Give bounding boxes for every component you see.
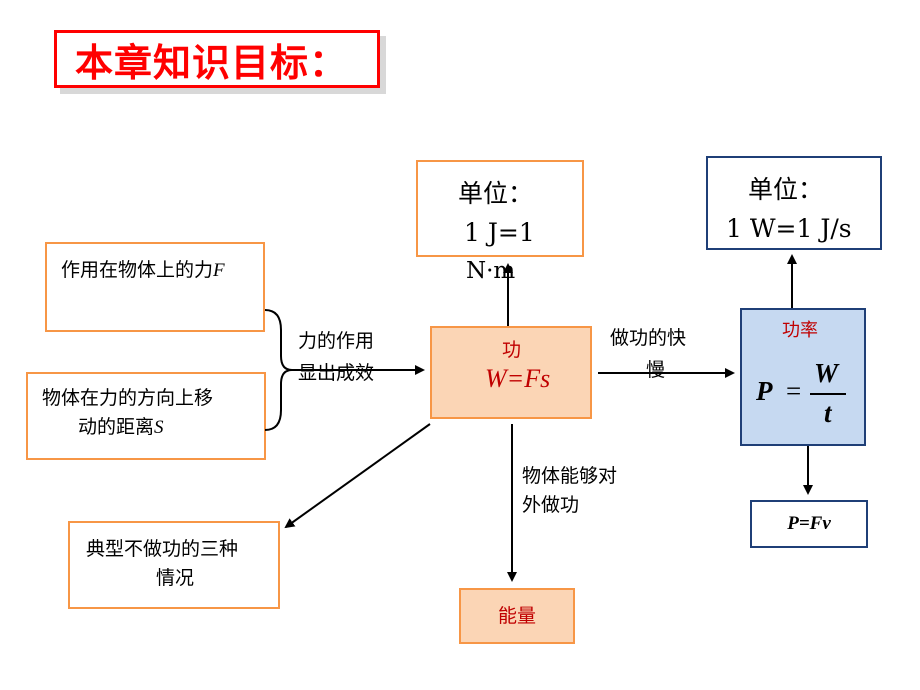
power-box: 功率 P = W t	[740, 308, 866, 446]
effect-label-line2: 显出成效	[298, 362, 375, 384]
work-unit-formula: 1 J=1	[464, 218, 535, 247]
no-work-line2: 情况	[156, 567, 195, 589]
power-fraction-bar	[810, 393, 846, 395]
curly-brace	[264, 309, 293, 431]
power-formula-eq: =	[786, 376, 802, 406]
power-unit-label: 单位：	[748, 175, 824, 204]
effect-label-line1: 力的作用	[298, 330, 375, 352]
no-work-box: 典型不做功的三种 情况	[68, 521, 280, 609]
energy-box-text: 能量	[498, 605, 537, 627]
power-formula-p: P	[756, 376, 773, 406]
energy-label-line2: 外做功	[522, 494, 580, 516]
force-box: 作用在物体上的力F	[45, 242, 265, 332]
work-box-name: 功	[502, 339, 522, 361]
work-unit-box: 单位： 1 J=1	[416, 160, 584, 257]
pfv-box: P=Fv	[750, 500, 868, 548]
power-unit-box: 单位： 1 W=1 J/s	[706, 156, 882, 250]
force-box-text: 作用在物体上的力F	[61, 259, 225, 281]
pfv-formula: P=Fv	[787, 513, 831, 534]
speed-label-line2: 慢	[646, 359, 666, 381]
distance-box: 物体在力的方向上移 动的距离S	[26, 372, 266, 460]
power-box-name: 功率	[782, 320, 818, 341]
work-box-formula: W=Fs	[485, 364, 551, 393]
page-title: 本章知识目标：	[75, 40, 349, 85]
work-unit-label: 单位：	[458, 179, 534, 208]
title-box: 本章知识目标：	[54, 30, 380, 88]
distance-box-line1: 物体在力的方向上移	[42, 387, 214, 409]
work-box: 功 W=Fs	[430, 326, 592, 419]
arrow-work-to-nowork	[284, 423, 431, 529]
power-unit-formula: 1 W=1 J/s	[726, 214, 852, 243]
energy-box: 能量	[459, 588, 575, 644]
power-formula-w: W	[814, 358, 839, 388]
power-formula-t: t	[824, 398, 832, 428]
distance-box-line2: 动的距离S	[78, 416, 164, 438]
speed-label-line1: 做功的快	[610, 327, 687, 349]
no-work-line1: 典型不做功的三种	[86, 538, 239, 560]
energy-label-line1: 物体能够对	[522, 465, 618, 487]
